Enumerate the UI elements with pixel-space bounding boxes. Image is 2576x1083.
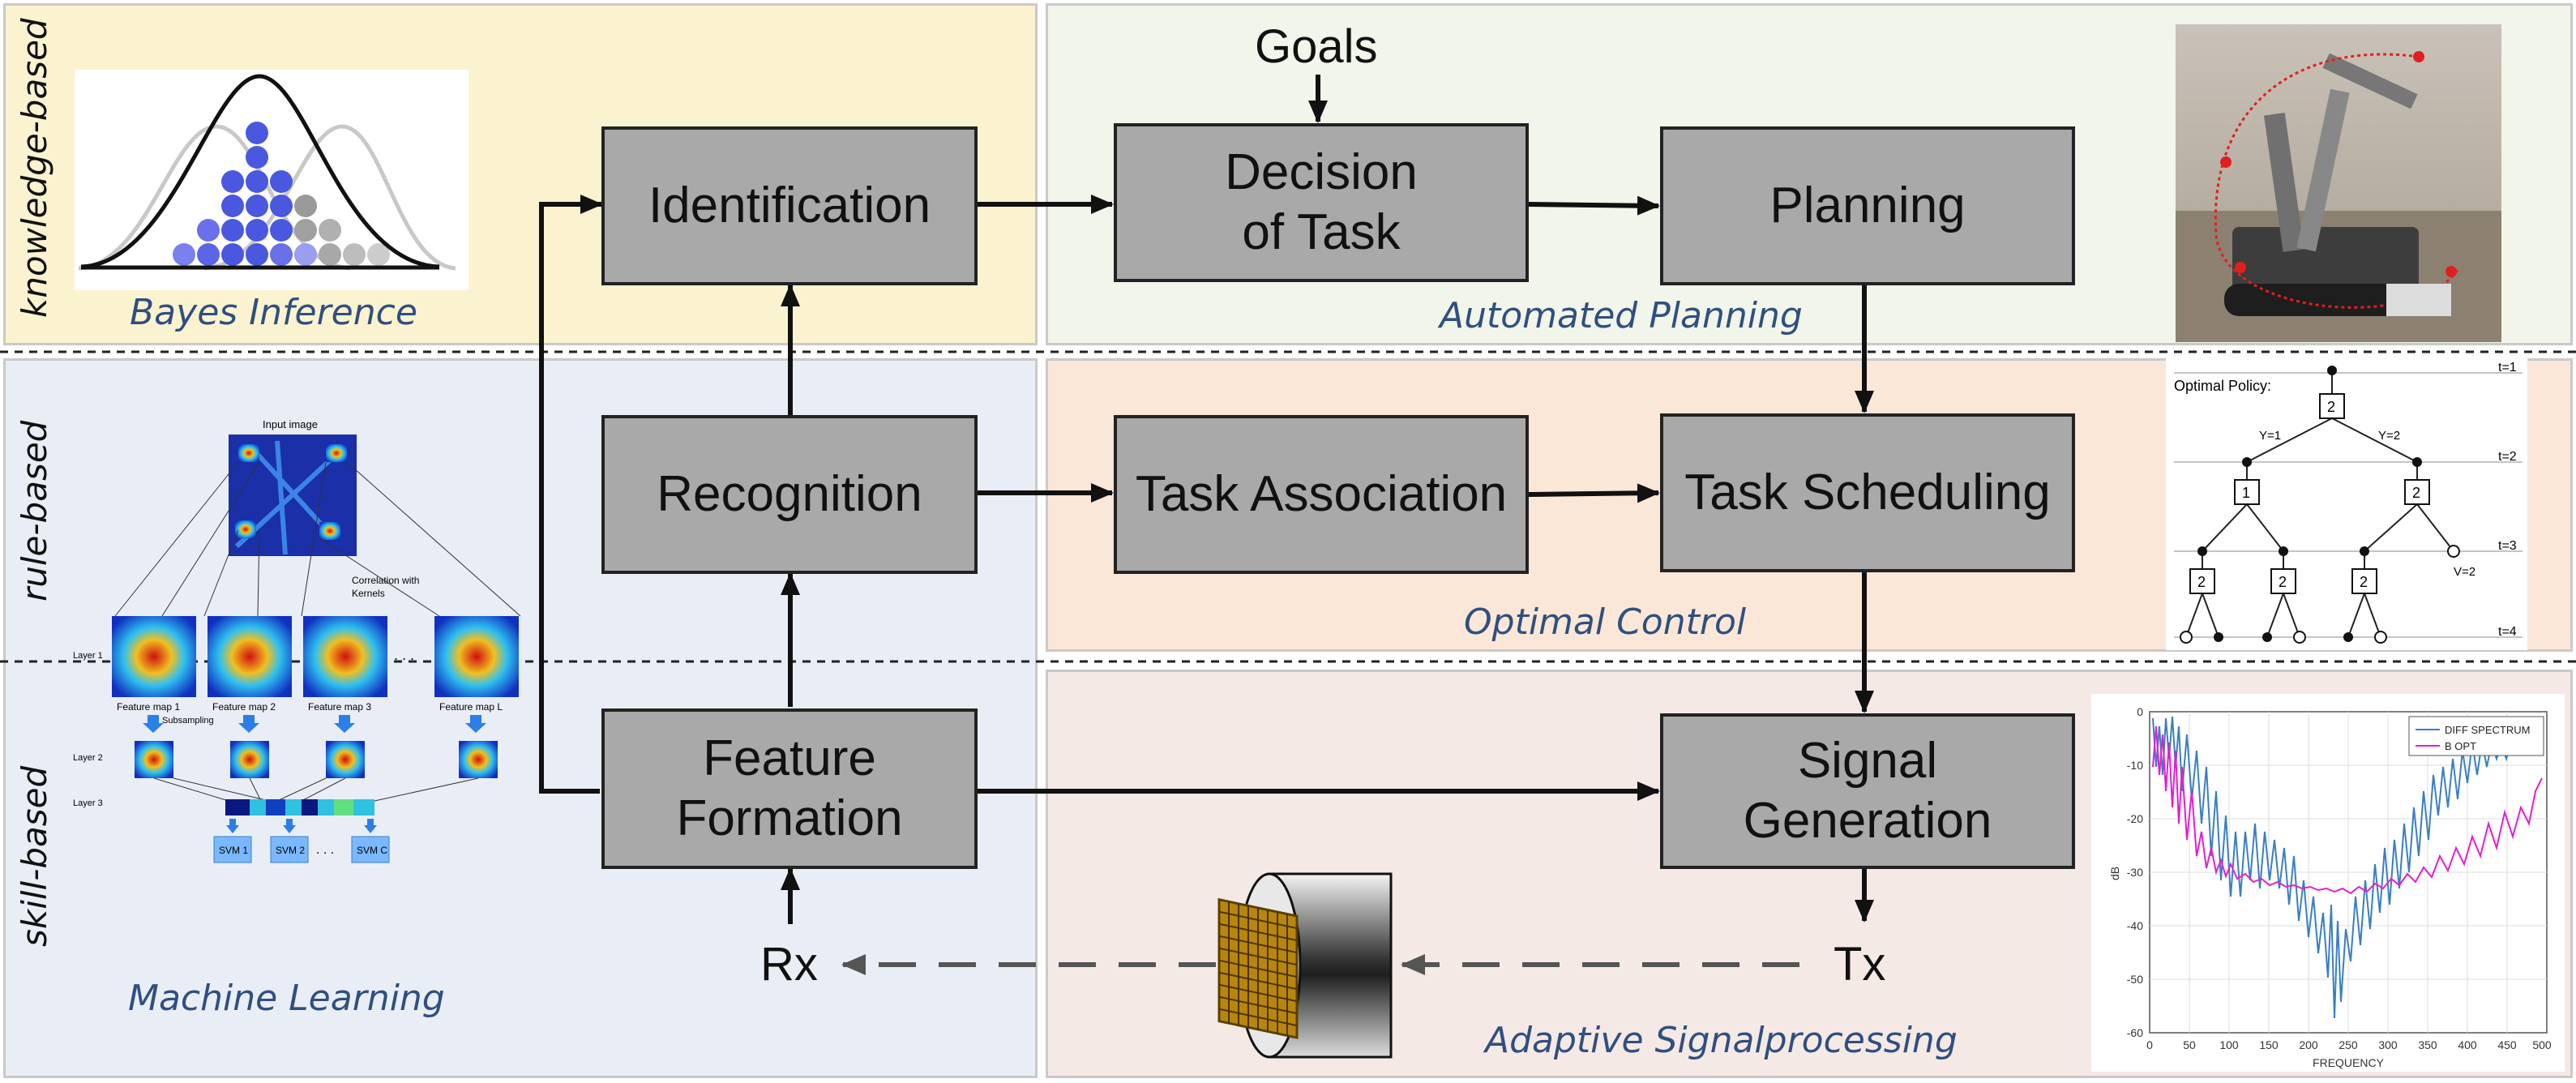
recognition-box: Recognition xyxy=(601,415,978,574)
task-association-label: Task Association xyxy=(1135,465,1508,522)
x-tick-7: 350 xyxy=(2418,1038,2437,1051)
policy-title: Optimal Policy: xyxy=(2174,378,2271,394)
x-axis-label: FREQUENCY xyxy=(2313,1056,2385,1069)
policy-node-5: 2 xyxy=(2279,574,2287,590)
policy-time-2: t=2 xyxy=(2498,450,2517,464)
ml-dots-2: . . . xyxy=(316,843,334,857)
rx-label: Rx xyxy=(760,938,818,991)
recognition-label: Recognition xyxy=(657,465,922,522)
task-scheduling-label: Task Scheduling xyxy=(1684,464,2051,520)
region-label-adaptive-signalprocessing: Adaptive Signalprocessing xyxy=(1485,1020,1958,1061)
policy-node-1: 2 xyxy=(2327,399,2335,415)
x-tick-4: 200 xyxy=(2299,1038,2318,1051)
arrow-feature-to-identification xyxy=(539,195,603,794)
optimal-policy-tree: t=1 t=2 t=3 t=4 Optimal Policy: 2 1 2 2 … xyxy=(2166,358,2527,650)
series-b-opt xyxy=(2152,726,2543,895)
ml-subsampling-label: Subsampling xyxy=(162,716,214,726)
y-tick-4: -40 xyxy=(2127,919,2143,932)
legend-b-opt: B OPT xyxy=(2445,740,2476,752)
goals-label: Goals xyxy=(1255,20,1378,73)
policy-branch-right: Y=2 xyxy=(2378,429,2400,443)
x-tick-6: 300 xyxy=(2378,1038,2398,1051)
x-tick-10: 500 xyxy=(2532,1038,2552,1051)
arrow-decision-to-planning xyxy=(1528,195,1660,216)
policy-time-4: t=4 xyxy=(2498,625,2517,639)
decision-label-line1: Decision xyxy=(1225,143,1418,200)
ml-layer3-label: Layer 3 xyxy=(73,798,103,808)
ml-feature-map-1: Feature map 1 xyxy=(117,701,180,713)
task-association-box: Task Association xyxy=(1114,415,1529,574)
ml-feature-map-2: Feature map 2 xyxy=(212,701,276,713)
x-tick-0: 0 xyxy=(2146,1038,2153,1051)
tx-label: Tx xyxy=(1834,938,1886,991)
feature-label-line1: Feature xyxy=(703,730,876,786)
signal-label-line2: Generation xyxy=(1743,793,1992,849)
ml-svm-2: SVM 2 xyxy=(276,845,305,856)
x-tick-8: 400 xyxy=(2458,1038,2477,1051)
ml-feature-map-l: Feature map L xyxy=(439,701,503,713)
policy-branch-left: Y=1 xyxy=(2259,429,2281,443)
y-tick-0: 0 xyxy=(2137,705,2143,718)
decision-of-task-box: Decision of Task xyxy=(1114,123,1529,282)
ml-layer1-label: Layer 1 xyxy=(73,651,103,661)
signal-label-line1: Signal xyxy=(1797,732,1938,789)
ml-feature-map-3: Feature map 3 xyxy=(308,701,371,713)
spectrum-chart: 0 -10 -20 -30 -40 -50 -60 0 50 100 150 2… xyxy=(2091,694,2565,1072)
policy-node-6: 2 xyxy=(2360,574,2368,590)
bayes-dots xyxy=(173,122,390,266)
x-tick-2: 100 xyxy=(2219,1038,2239,1051)
region-label-bayes-inference: Bayes Inference xyxy=(130,292,417,333)
feature-label-line2: Formation xyxy=(676,790,903,846)
legend-diff-spectrum: DIFF SPECTRUM xyxy=(2445,724,2530,736)
x-tick-3: 150 xyxy=(2259,1038,2279,1051)
x-tick-1: 50 xyxy=(2183,1038,2196,1051)
y-tick-1: -10 xyxy=(2127,759,2143,772)
x-tick-5: 250 xyxy=(2339,1038,2358,1051)
ml-layer2-label: Layer 2 xyxy=(73,753,103,763)
ml-svm-1: SVM 1 xyxy=(219,845,248,856)
identification-label: Identification xyxy=(648,177,931,233)
ml-dots-1: . . . xyxy=(394,647,414,663)
policy-v-label: V=2 xyxy=(2454,565,2475,579)
ml-correlation-label: Correlation with xyxy=(352,575,419,586)
arrow-association-to-scheduling xyxy=(1528,483,1660,503)
ml-svm-c: SVM C xyxy=(357,845,387,856)
signal-generation-box: Signal Generation xyxy=(1660,713,2075,869)
policy-time-1: t=1 xyxy=(2498,361,2517,375)
policy-node-2: 1 xyxy=(2242,485,2250,501)
planning-label: Planning xyxy=(1769,177,1966,233)
bayes-inference-thumbnail xyxy=(75,70,469,290)
policy-node-3: 2 xyxy=(2412,485,2420,501)
ml-kernels-label: Kernels xyxy=(352,588,385,599)
robot-photo xyxy=(2176,24,2501,342)
y-tick-5: -50 xyxy=(2127,973,2143,986)
ml-input-image-label: Input image xyxy=(263,418,318,430)
policy-node-4: 2 xyxy=(2197,574,2206,590)
decision-label-line2: of Task xyxy=(1242,204,1401,260)
feature-formation-box: Feature Formation xyxy=(601,708,978,869)
x-tick-9: 450 xyxy=(2497,1038,2517,1051)
y-axis-label: dB xyxy=(2108,867,2121,880)
y-tick-3: -30 xyxy=(2127,866,2143,879)
region-label-optimal-control: Optimal Control xyxy=(1464,601,1747,643)
y-tick-6: -60 xyxy=(2127,1026,2143,1039)
policy-time-3: t=3 xyxy=(2498,539,2517,553)
identification-box: Identification xyxy=(601,126,978,285)
y-tick-2: -20 xyxy=(2127,812,2143,825)
region-label-machine-learning: Machine Learning xyxy=(128,978,445,1019)
region-label-automated-planning: Automated Planning xyxy=(1440,295,1803,336)
antenna-icon xyxy=(1217,872,1393,1059)
planning-box: Planning xyxy=(1660,126,2075,285)
task-scheduling-box: Task Scheduling xyxy=(1660,413,2075,572)
cnn-svm-thumbnail: Input image Correlation with Kernels Lay… xyxy=(73,418,521,863)
